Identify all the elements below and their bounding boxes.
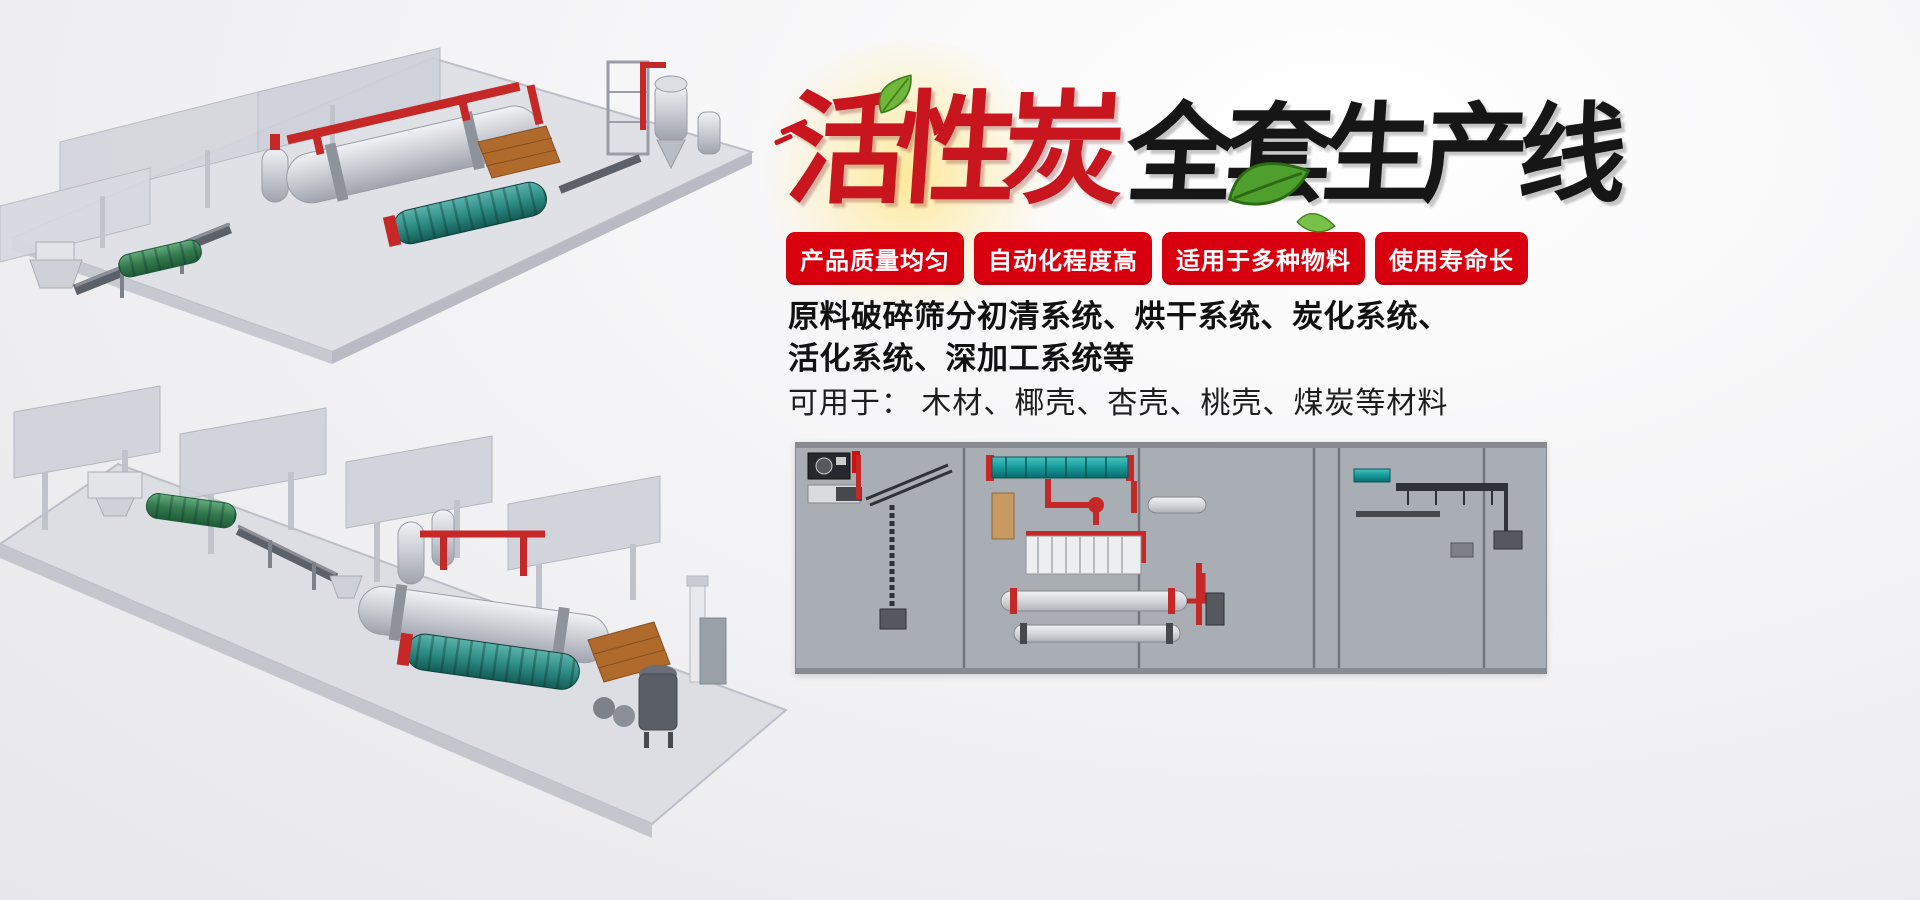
speed-lines-accent (773, 118, 809, 146)
guard-walls (0, 47, 441, 263)
rotary-dryer (286, 81, 544, 204)
activation-drum (396, 632, 580, 690)
packing-section (1353, 468, 1523, 558)
dryer-drum (986, 455, 1134, 481)
production-line-render-top (0, 0, 775, 372)
leaf-icon (1227, 162, 1311, 206)
bucket-elevator (879, 505, 907, 630)
crusher-cluster (807, 451, 953, 507)
infeed-hopper (29, 241, 83, 289)
rotary-dryer (358, 584, 610, 664)
description-line-1: 原料破碎筛分初清系统、烘干系统、炭化系统、 (788, 299, 1450, 334)
badge-quality: 产品质量均匀 (786, 232, 964, 285)
screening-drum (118, 239, 202, 278)
red-piping (1045, 479, 1137, 525)
feature-badges: 产品质量均匀 自动化程度高 适用于多种物料 使用寿命长 (786, 232, 1528, 285)
layout-diagram-svg (796, 443, 1546, 673)
carbonization-furnace (1025, 531, 1146, 575)
platform-slab (0, 462, 788, 838)
guard-walls (13, 385, 661, 624)
quench-vessels (593, 575, 727, 748)
description-line-3: 可用于： 木材、椰壳、杏壳、桃壳、煤炭等材料 (788, 387, 1449, 420)
brick-furnace (477, 125, 561, 179)
badge-materials: 适用于多种物料 (1162, 232, 1365, 285)
piping-and-tanks (397, 509, 545, 585)
render-bottom-svg (0, 385, 788, 838)
cyclone-column (991, 492, 1015, 540)
title-black-part: 全套生产线 (1122, 94, 1622, 215)
badge-automation: 自动化程度高 (974, 232, 1152, 285)
feeder (87, 471, 143, 517)
activation-drums (1000, 563, 1225, 644)
transfer-conveyor (235, 524, 363, 599)
title-block: 活性炭全套生产线 (748, 40, 1621, 310)
screening-drum (145, 493, 237, 529)
description-line-2: 活化系统、深加工系统等 (788, 341, 1135, 376)
leaf-icon (1296, 213, 1336, 233)
small-cylinder (1147, 496, 1207, 514)
leaf-icon (878, 74, 912, 114)
activation-drum (382, 181, 547, 247)
badge-lifespan: 使用寿命长 (1375, 232, 1528, 285)
production-line-render-bottom (0, 372, 795, 900)
cyclone-tower (606, 60, 721, 170)
title-red-part: 活性炭 (782, 82, 1116, 218)
transfer-conveyor (558, 154, 642, 194)
description-block: 原料破碎筛分初清系统、烘干系统、炭化系统、 活化系统、深加工系统等 可用于： 木… (788, 296, 1450, 426)
render-top-svg (0, 47, 755, 364)
production-line-layout-panel (795, 442, 1547, 674)
